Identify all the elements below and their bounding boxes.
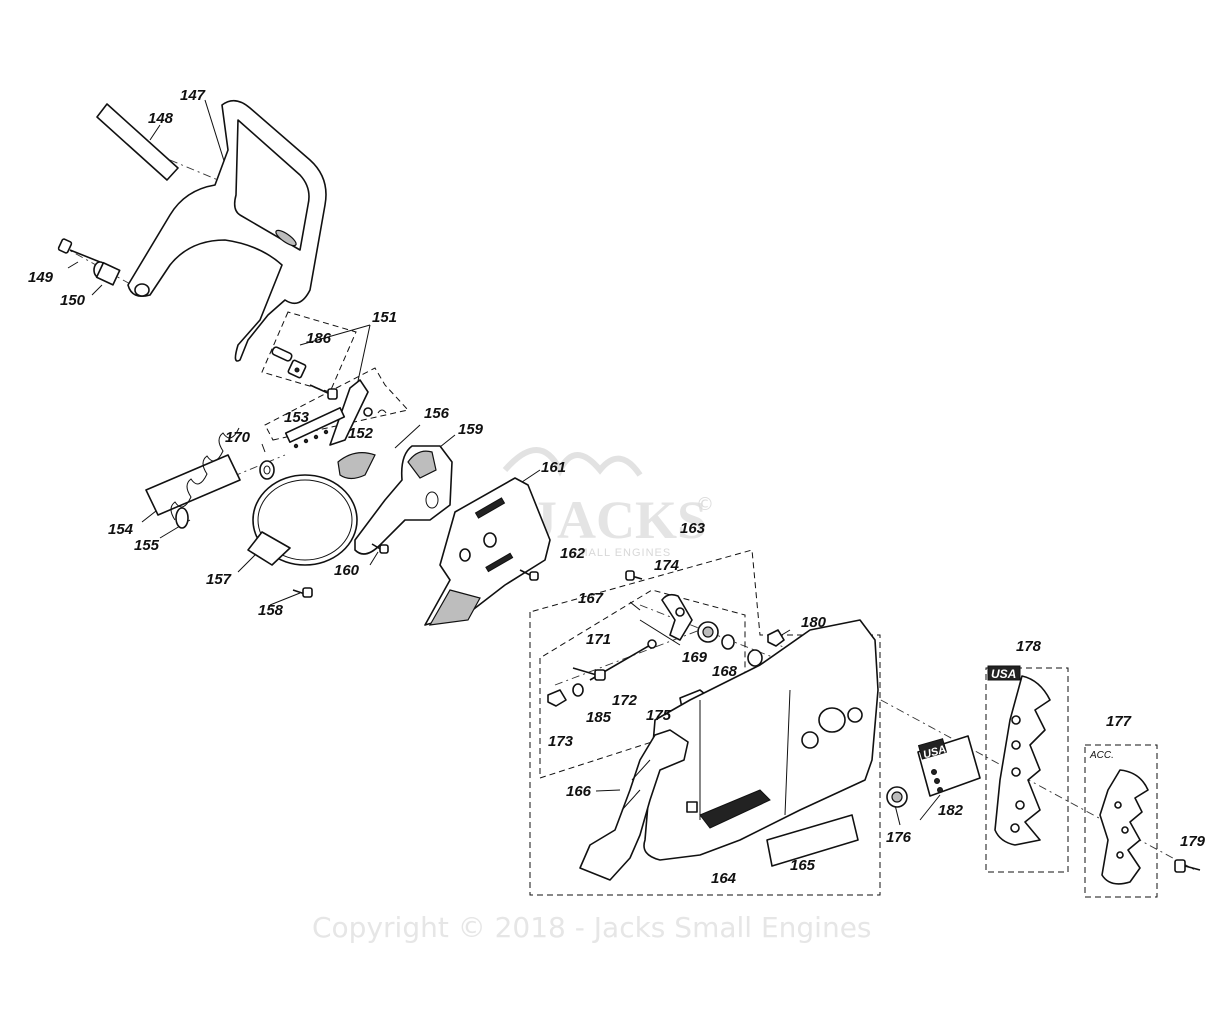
washer-185 (572, 683, 584, 697)
hand-guard-147 (127, 99, 327, 362)
part-label-180: 180 (801, 614, 827, 631)
screw-162 (519, 569, 539, 581)
screw-158 (292, 587, 313, 598)
lever-166 (579, 729, 689, 881)
bumper-spike-178: USA (987, 665, 1051, 846)
part-label-164: 164 (711, 870, 737, 887)
brake-housing-159 (354, 445, 453, 555)
part-label-168: 168 (712, 663, 738, 680)
part-label-162: 162 (560, 545, 586, 562)
screw-174 (625, 570, 643, 581)
group-box-151 (264, 367, 409, 441)
part-label-151: 151 (372, 309, 397, 326)
part-label-154: 154 (108, 521, 134, 538)
decal-182: USA (917, 735, 981, 797)
sprocket-cover-164 (643, 619, 879, 861)
part-label-178: 178 (1016, 638, 1042, 655)
part-label-174: 174 (654, 557, 680, 574)
group-box-186 (261, 311, 357, 393)
group-box-178 (985, 667, 1069, 873)
screw-179 (1174, 859, 1201, 873)
part-label-160: 160 (334, 562, 360, 579)
part-label-172: 172 (612, 692, 638, 709)
part-label-176: 176 (886, 829, 912, 846)
part-label-169: 169 (682, 649, 708, 666)
part-label-170: 170 (225, 429, 251, 446)
brake-band-157 (247, 474, 358, 566)
brake-spring-155 (170, 427, 240, 529)
part-label-161: 161 (541, 459, 566, 476)
copyright-watermark: Copyright © 2018 - Jacks Small Engines (312, 911, 872, 944)
part-label-153: 153 (284, 409, 310, 426)
part-label-182: 182 (938, 802, 964, 819)
watermark-trademark: © (696, 494, 714, 515)
watermark-brand: JACKS (530, 490, 707, 550)
part-label-165: 165 (790, 857, 816, 874)
pivot-pin-186 (271, 346, 307, 379)
group-box-177 (1084, 744, 1158, 898)
part-label-150: 150 (60, 292, 86, 309)
brake-pad-156 (337, 452, 376, 480)
group-box-163 (529, 549, 881, 896)
part-number-labels: 147 148 149 150 151 152 153 154 155 156 … (28, 87, 1206, 887)
part-label-149: 149 (28, 269, 54, 286)
part-label-156: 156 (424, 405, 450, 422)
watermark-logo: JACKS © SMALL ENGINES (502, 447, 714, 559)
nut-173 (547, 689, 567, 707)
part-label-157: 157 (206, 571, 232, 588)
group-box-167 (539, 589, 746, 779)
spring-clip-152 (363, 407, 387, 417)
spacer-150 (93, 261, 121, 286)
screw-153 (309, 384, 338, 400)
brake-lever-151 (284, 379, 369, 449)
bolt-149 (57, 238, 101, 263)
spring-sleeve-154 (145, 454, 241, 516)
part-label-179: 179 (1180, 833, 1206, 850)
part-label-186: 186 (306, 330, 332, 347)
part-label-177: 177 (1106, 713, 1132, 730)
chain-brake-decal-148 (96, 103, 179, 181)
part-label-171: 171 (586, 631, 611, 648)
accessory-spike-177: ACC. (1089, 750, 1149, 885)
guide-plate-161 (424, 477, 551, 626)
part-label-166: 166 (566, 783, 592, 800)
part-label-155: 155 (134, 537, 160, 554)
usa-tag-178: USA (991, 667, 1016, 681)
group-boxes (261, 311, 1158, 898)
part-label-152: 152 (348, 425, 374, 442)
watermark-tagline: SMALL ENGINES (570, 547, 671, 559)
chain-tensioner-167 (661, 593, 693, 641)
part-label-158: 158 (258, 602, 284, 619)
bar-nut-176 (886, 786, 908, 808)
nut-180 (767, 629, 785, 647)
part-label-185: 185 (586, 709, 612, 726)
bearing-169 (697, 621, 719, 643)
washer-170 (259, 460, 275, 480)
washer-168 (721, 634, 763, 667)
part-label-167: 167 (578, 590, 604, 607)
screw-160 (371, 543, 389, 554)
part-label-163: 163 (680, 520, 706, 537)
part-label-173: 173 (548, 733, 574, 750)
part-label-159: 159 (458, 421, 484, 438)
decal-165 (766, 814, 859, 867)
part-label-175: 175 (646, 707, 672, 724)
part-label-147: 147 (180, 87, 206, 104)
part-label-148: 148 (148, 110, 174, 127)
pin-172 (572, 667, 606, 681)
acc-label-177: ACC. (1089, 750, 1114, 761)
